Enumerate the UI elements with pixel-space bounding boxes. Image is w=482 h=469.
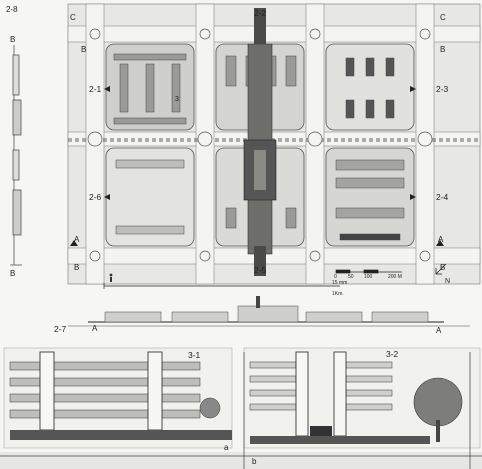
scale-note-km: 1Km. [332,291,344,297]
corner-label-a-right: A [438,235,444,244]
section-marker-2-2: 2-2 [254,8,267,18]
left-elevation-strip [10,45,22,266]
scale-tick-0: 0 [334,274,337,280]
long-section [68,296,470,327]
section-marker-2-5: 2-5 [254,265,267,275]
elevation-label-3-1: 3-1 [188,350,201,360]
section-marker-2-6: 2-6 [89,192,102,202]
elevation-sub-b: b [252,457,257,466]
north-label: N [445,278,451,285]
section-end-a-left: A [92,324,98,333]
section-label-2-7: 2-7 [54,324,67,334]
scale-tick-100: 100 [364,274,373,280]
elevation-left [3,347,233,449]
section-marker-2-3: 2-3 [436,84,449,94]
corner-label-c-left: C [70,13,76,22]
elevation-sub-a: a [224,443,229,452]
site-plan [67,3,481,289]
left-strip-top-label: B [10,35,16,44]
corner-label-c-right: C [440,13,446,22]
scale-tick-200: 200 M [388,274,402,280]
corner-label-b-top-left: B [81,45,87,54]
page-number: 2-8 [6,5,18,14]
corner-label-b-bottom-left: B [74,263,80,272]
left-strip-bottom-label: B [10,269,16,278]
block-number: 3 [175,96,179,103]
section-marker-2-1: 2-1 [89,84,102,94]
corner-label-b-bottom-right: B [440,263,446,272]
section-marker-2-4: 2-4 [436,192,449,202]
corner-label-a-left: A [74,235,80,244]
scale-tick-50: 50 [348,274,354,280]
elevation-right [243,347,481,449]
corner-label-b-top-right: B [440,45,446,54]
scale-note-mm: 15 mm [332,280,348,286]
section-end-a-right: A [436,326,442,335]
elevation-label-3-2: 3-2 [386,349,399,359]
